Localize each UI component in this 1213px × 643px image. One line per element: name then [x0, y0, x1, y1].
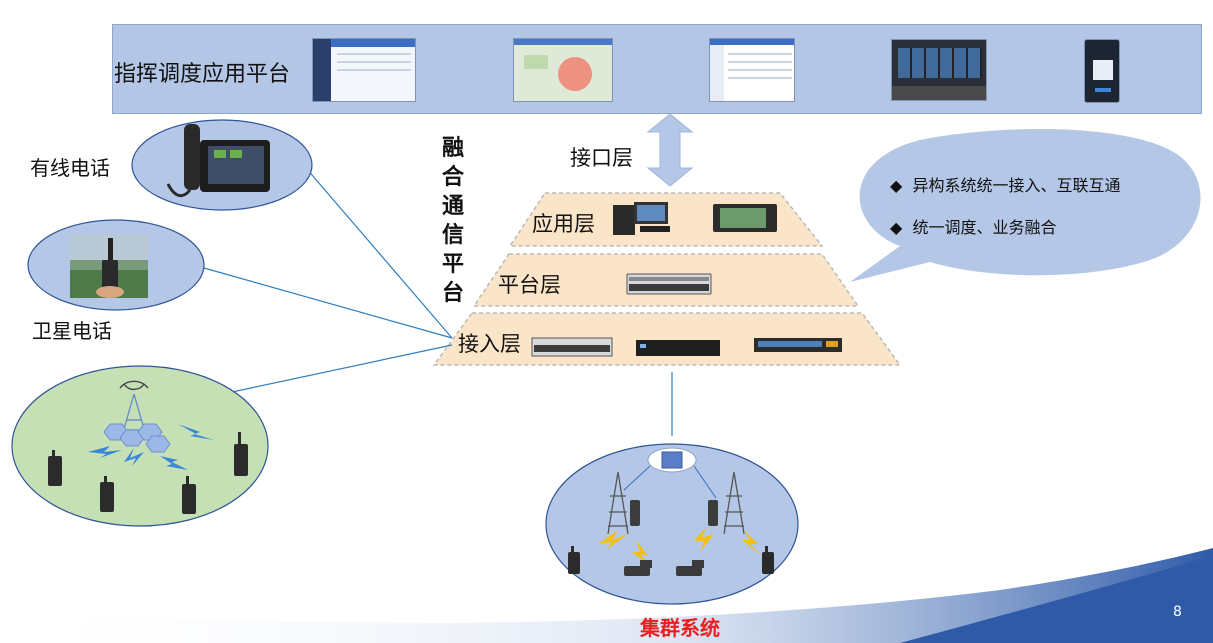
gis-map-thumbnail — [513, 38, 613, 102]
wired-phone-label: 有线电话 — [30, 156, 110, 180]
title-char: 融 — [441, 136, 464, 161]
cloud-icon — [647, 447, 697, 473]
handheld-radio-icon — [568, 546, 774, 574]
vehicle-radio-icon — [624, 560, 704, 576]
callout-item-1: ◆ 异构系统统一接入、互联互通 — [890, 172, 1121, 196]
app-layer-devices — [613, 202, 777, 235]
handheld-radio-icon — [48, 432, 248, 514]
base-station-icon — [630, 500, 718, 526]
callout-item-2: ◆ 统一调度、业务融合 — [890, 214, 1057, 238]
trunk-system-title: 集群系统 — [640, 616, 720, 640]
data-table-thumbnail — [709, 38, 795, 102]
platform-layer-label: 平台层 — [498, 273, 561, 297]
bullet-icon: ◆ — [890, 176, 903, 195]
trunk-tower-icon — [607, 471, 745, 535]
private-network-ellipse — [11, 365, 269, 527]
interface-layer-label: 接口层 — [570, 146, 633, 170]
title-char: 台 — [441, 281, 464, 306]
wired-link-line — [305, 167, 453, 339]
callout-item-text: 统一调度、业务融合 — [912, 218, 1057, 237]
page-number: 8 — [1173, 604, 1182, 620]
interface-double-arrow — [646, 113, 694, 187]
satellite-phone-label: 卫星电话 — [32, 319, 112, 343]
app-layer-label: 应用层 — [532, 212, 595, 236]
title-char: 通 — [441, 194, 464, 219]
converged-platform-title: 融 合 通 信 平 台 — [438, 134, 468, 308]
access-layer-label: 接入层 — [458, 332, 521, 356]
trunk-links — [623, 465, 717, 499]
title-char: 平 — [441, 252, 464, 277]
bullet-icon: ◆ — [890, 218, 903, 237]
trunk-system-ellipse — [545, 443, 799, 605]
lightning-icon — [88, 424, 214, 470]
satellite-link-line — [203, 267, 453, 339]
desk-phone-icon — [166, 124, 270, 198]
access-layer-devices — [531, 337, 842, 357]
lightning-icon — [598, 528, 762, 566]
title-char: 合 — [441, 165, 464, 190]
callout-item-text: 异构系统统一接入、互联互通 — [912, 176, 1121, 195]
title-char: 信 — [441, 223, 464, 248]
satellite-phone-photo — [70, 234, 148, 298]
hexagon-base-icon — [103, 423, 171, 453]
radio-tower-icon — [119, 380, 149, 437]
platform-server — [626, 273, 712, 295]
private-network-link-line — [231, 344, 453, 393]
video-wall-thumbnail — [891, 39, 987, 101]
mobile-app-thumbnail — [1084, 39, 1120, 103]
header-title: 指挥调度应用平台 — [114, 62, 291, 87]
dispatch-console-thumbnail — [312, 38, 416, 102]
header-band — [112, 24, 1202, 114]
